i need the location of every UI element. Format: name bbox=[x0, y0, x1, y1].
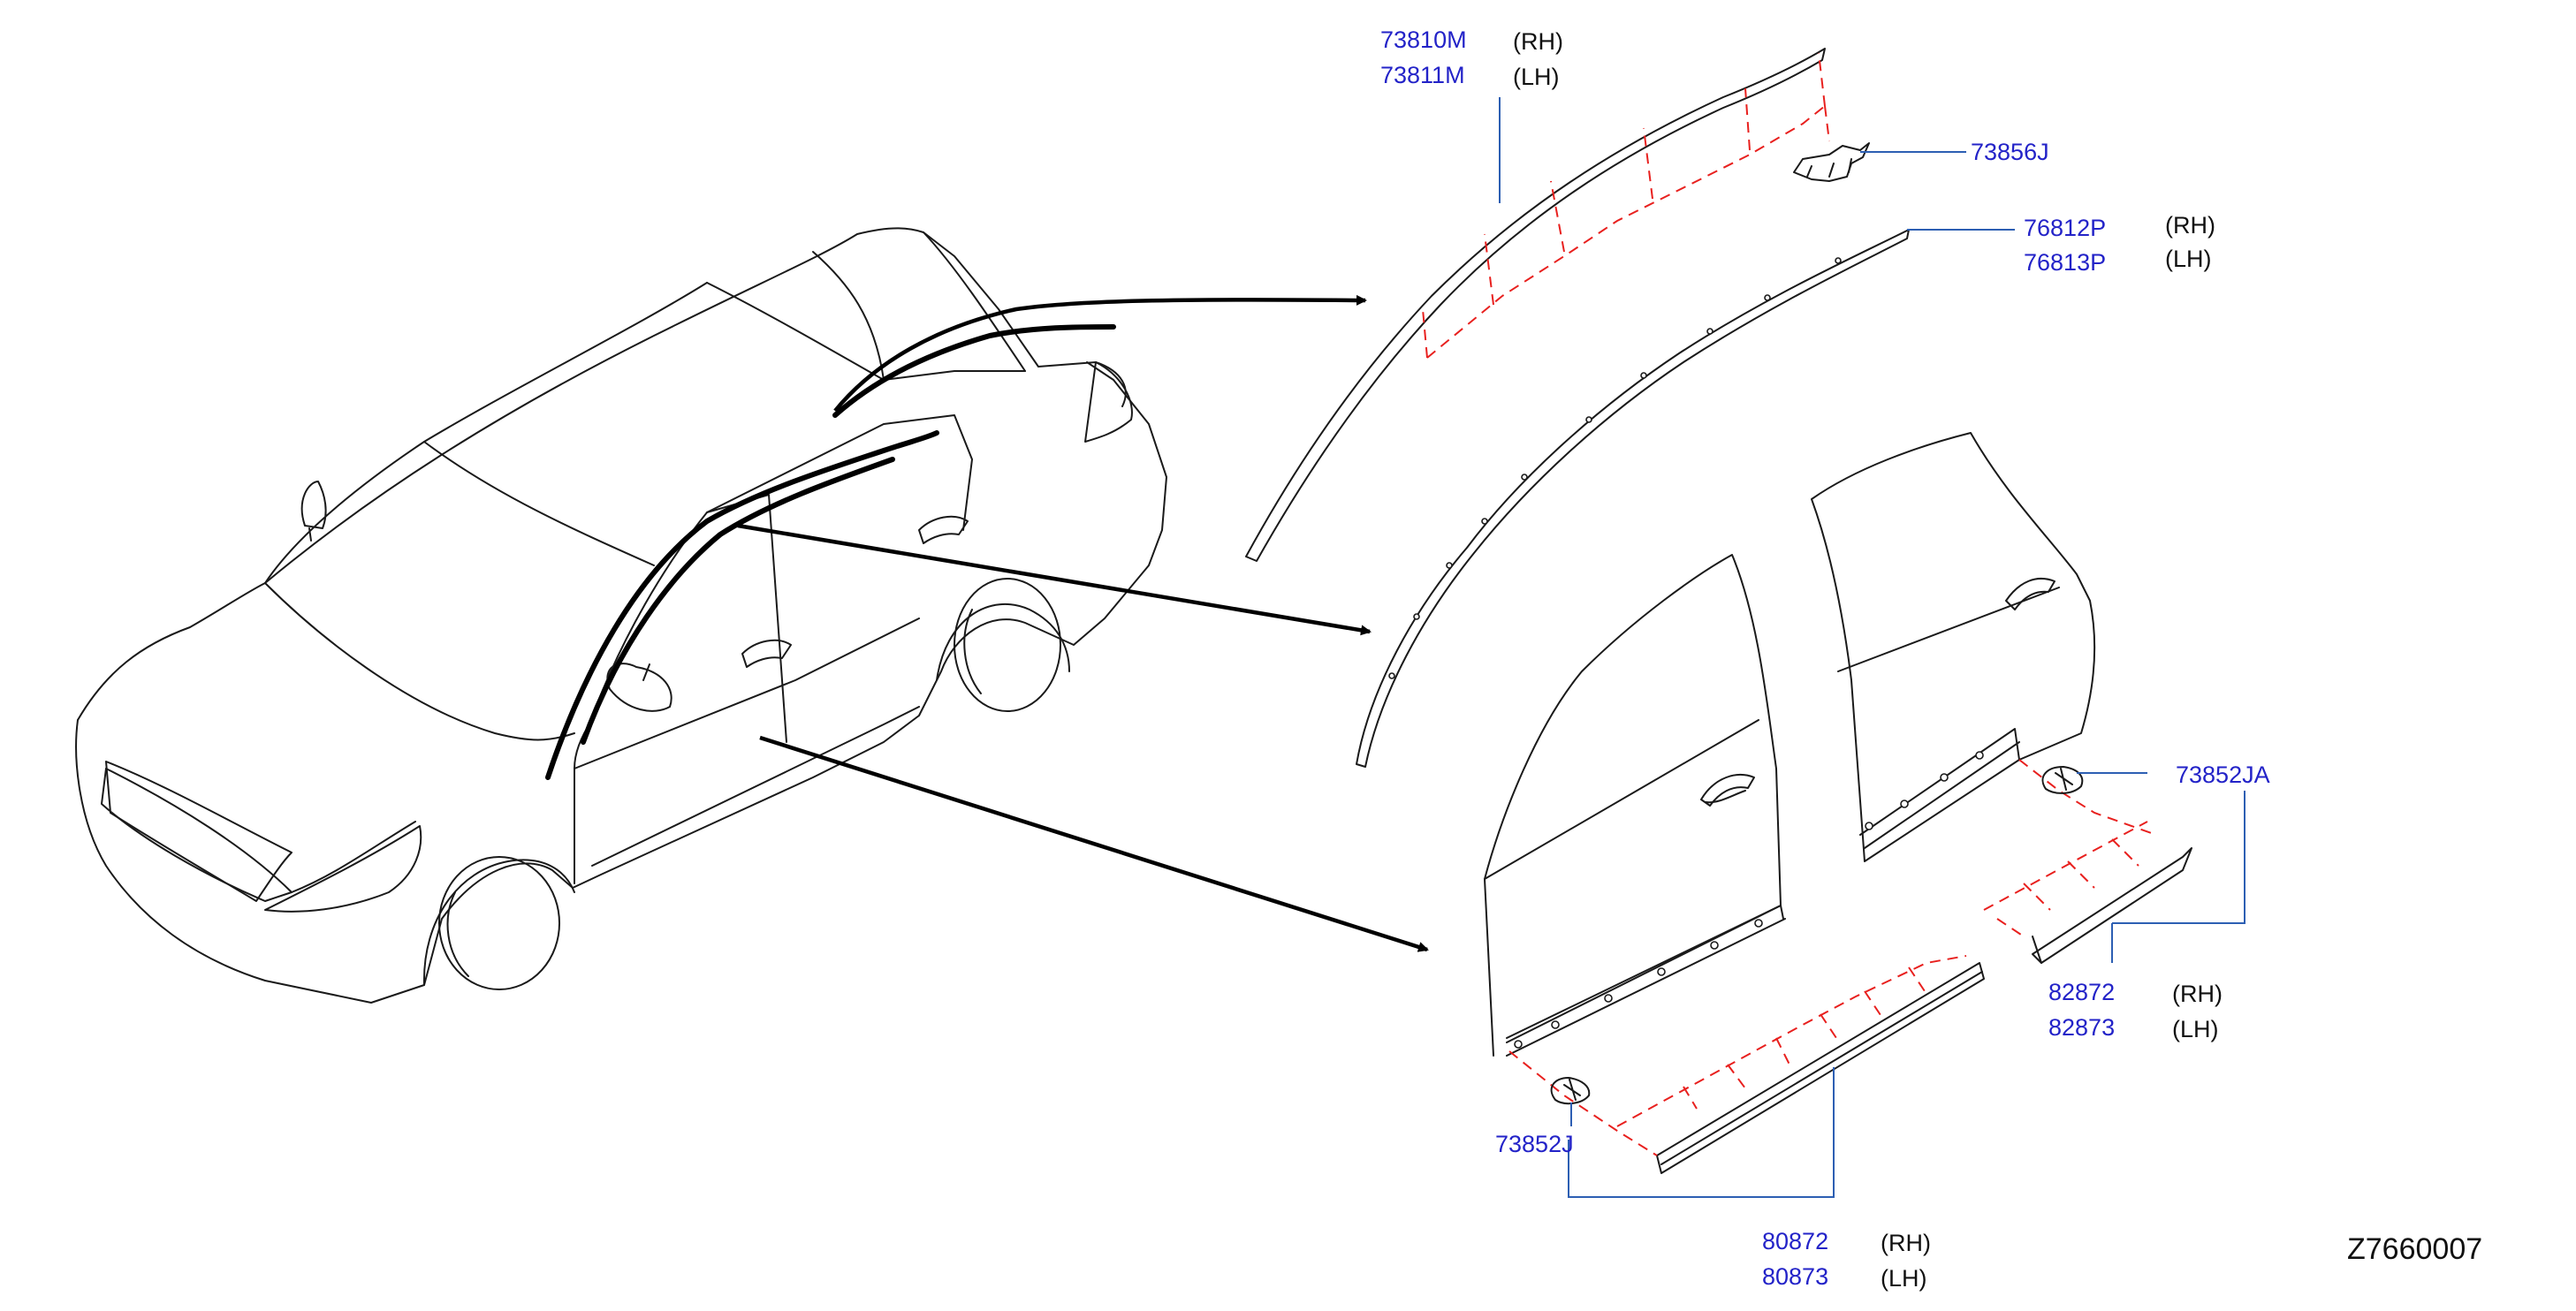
diagram-code: Z7660007 bbox=[2347, 1232, 2483, 1266]
clip-73852j-part bbox=[1550, 1077, 1591, 1105]
part-number-73811m[interactable]: 73811M bbox=[1380, 62, 1465, 88]
side-label-rh: (RH) bbox=[1881, 1230, 1931, 1256]
clip-73856j-part bbox=[1793, 142, 1870, 182]
clip-73852ja-part bbox=[2041, 766, 2084, 794]
part-number-73856j[interactable]: 73856J bbox=[1971, 139, 2049, 165]
side-label-rh: (RH) bbox=[2165, 212, 2215, 239]
front-lower-molding-part bbox=[1508, 955, 1985, 1174]
rear-door-part bbox=[1811, 432, 2096, 862]
part-number-73852j[interactable]: 73852J bbox=[1495, 1131, 1574, 1157]
drip-molding-part bbox=[1356, 229, 1910, 768]
part-number-80872[interactable]: 80872 bbox=[1762, 1228, 1829, 1254]
callout-arrows bbox=[737, 294, 1429, 952]
rear-lower-molding-part bbox=[1983, 759, 2192, 964]
part-number-76813p[interactable]: 76813P bbox=[2024, 249, 2107, 276]
part-number-80873[interactable]: 80873 bbox=[1762, 1263, 1829, 1290]
side-label-lh: (LH) bbox=[1881, 1265, 1927, 1292]
side-label-rh: (RH) bbox=[1513, 28, 1563, 55]
roof-molding-part bbox=[1245, 48, 1830, 562]
car-illustration bbox=[75, 227, 1167, 1004]
side-label-lh: (LH) bbox=[1513, 64, 1560, 90]
part-number-82873[interactable]: 82873 bbox=[2048, 1014, 2116, 1041]
side-label-lh: (LH) bbox=[2172, 1016, 2219, 1042]
front-door-part bbox=[1484, 554, 1786, 1057]
leader-lines bbox=[1499, 97, 2245, 1198]
part-number-73852ja[interactable]: 73852JA bbox=[2176, 762, 2270, 788]
part-number-82872[interactable]: 82872 bbox=[2048, 979, 2116, 1005]
part-number-76812p[interactable]: 76812P bbox=[2024, 215, 2107, 241]
part-number-73810m[interactable]: 73810M bbox=[1380, 27, 1467, 53]
side-label-lh: (LH) bbox=[2165, 246, 2212, 272]
side-label-rh: (RH) bbox=[2172, 981, 2223, 1007]
